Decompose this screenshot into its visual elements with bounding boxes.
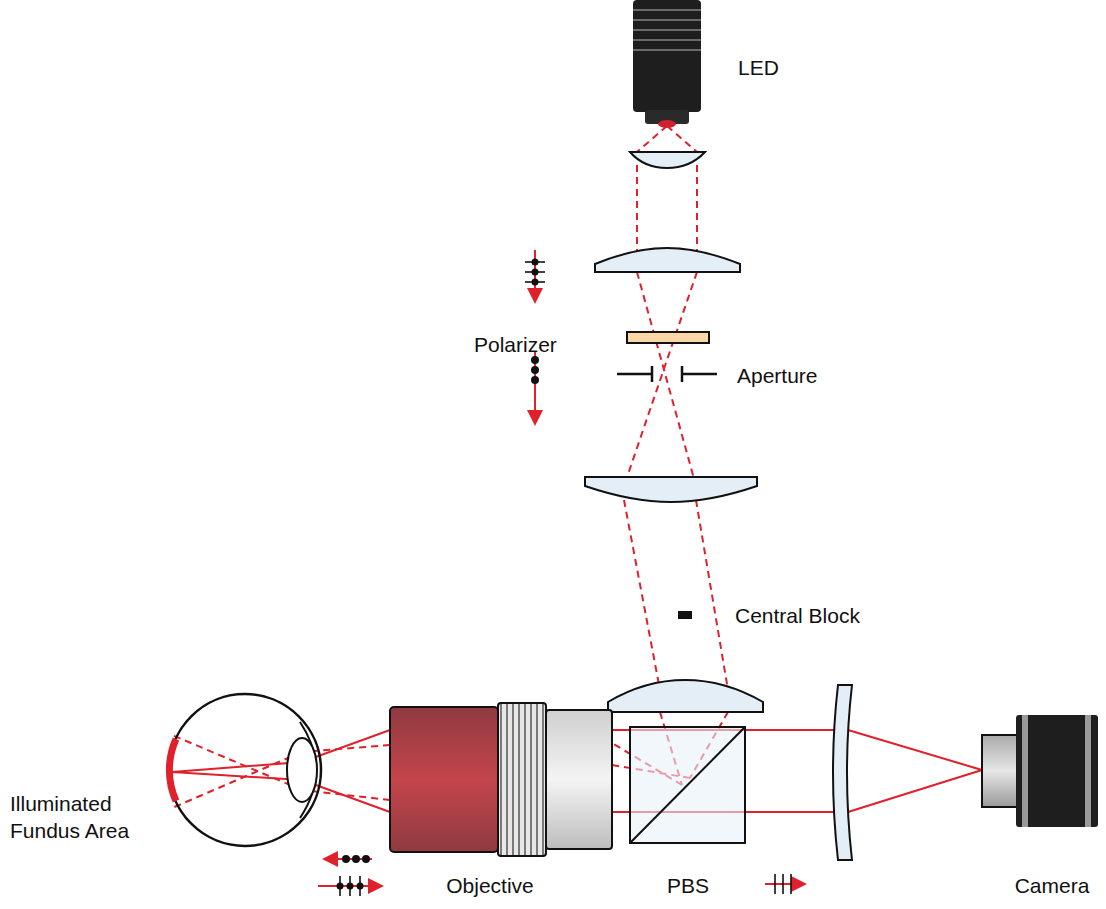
fundus-label: Illuminated Fundus Area	[10, 790, 135, 845]
camera-label: Camera	[1015, 872, 1090, 899]
camera	[982, 715, 1098, 827]
lens	[585, 477, 757, 502]
beam-splitter-cube	[630, 727, 745, 843]
objective-lens	[390, 703, 612, 856]
objective-label: Objective	[446, 872, 534, 899]
lens	[608, 680, 763, 712]
polarizer-plate	[627, 332, 709, 343]
pbs-label: PBS	[667, 872, 709, 899]
lens	[833, 685, 852, 860]
aperture-label: Aperture	[737, 362, 818, 389]
led-label: LED	[738, 54, 779, 81]
led-source	[633, 0, 701, 128]
central-block	[678, 611, 692, 619]
eye	[169, 694, 321, 846]
lens	[595, 248, 740, 272]
polarizer-label: Polarizer	[474, 331, 557, 358]
central-block-label: Central Block	[735, 602, 860, 629]
lens	[630, 152, 705, 168]
polarization-symbol	[318, 250, 803, 896]
aperture-stop	[617, 366, 717, 382]
